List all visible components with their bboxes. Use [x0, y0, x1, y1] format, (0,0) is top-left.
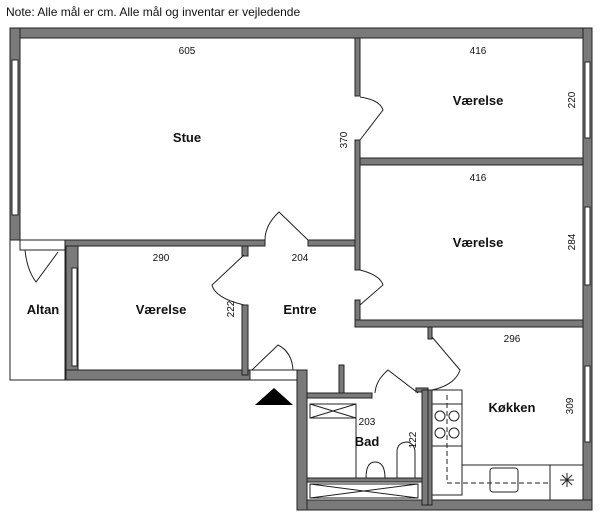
room-label-vaerelse-1: Værelse [453, 93, 504, 108]
burner-icon [434, 427, 446, 439]
window-stue [11, 59, 19, 216]
wall [241, 304, 249, 376]
door-vaerelse-1[interactable] [359, 96, 384, 141]
wall [306, 477, 423, 483]
burner-icon [434, 410, 446, 422]
altan-door-frame [19, 239, 66, 251]
door-altan[interactable] [24, 249, 59, 283]
door-vaerelse-2[interactable] [359, 269, 384, 306]
door-entrance[interactable] [251, 344, 294, 371]
dim-vaerelse-1-width: 416 [470, 46, 487, 57]
entrance-arrow-icon [255, 388, 293, 405]
door-koekken[interactable] [431, 336, 461, 391]
window-vaerelse-3 [71, 267, 78, 367]
sink-kitchen-icon [489, 467, 519, 493]
dim-bad-width: 203 [359, 417, 376, 428]
burner-icon [448, 410, 460, 422]
dim-vaerelse-3-depth: 222 [226, 300, 237, 317]
dim-vaerelse-2-width: 416 [470, 173, 487, 184]
room-label-vaerelse-3: Værelse [136, 302, 187, 317]
window-vaerelse-2 [584, 206, 591, 286]
room-label-bad: Bad [355, 434, 380, 449]
wall [427, 389, 433, 506]
wall [241, 245, 249, 257]
dim-vaerelse-1-depth: 220 [567, 91, 578, 108]
room-label-vaerelse-2: Værelse [453, 235, 504, 250]
upper-cabinets [446, 395, 550, 484]
window-vaerelse-1 [584, 61, 591, 139]
dim-vaerelse-2-depth: 284 [567, 233, 578, 250]
wall [354, 37, 361, 97]
dim-stue-width: 605 [179, 46, 196, 57]
wall [359, 157, 584, 166]
storage-box [309, 483, 419, 499]
shower-cross [309, 403, 357, 419]
wall [65, 369, 251, 381]
sink-bad-icon [365, 461, 386, 479]
room-label-stue: Stue [173, 130, 201, 145]
wall [307, 239, 356, 247]
counter-edge [461, 390, 583, 466]
dim-koekken-width: 296 [504, 334, 521, 345]
room-label-entre: Entre [283, 302, 316, 317]
wall-top [9, 27, 593, 39]
door-vaerelse-3[interactable] [211, 254, 245, 306]
door-stue[interactable] [264, 211, 309, 241]
room-label-koekken: Køkken [489, 400, 536, 415]
plan-note: Note: Alle mål er cm. Alle mål og invent… [6, 5, 301, 19]
wall [61, 239, 266, 247]
wall [427, 326, 433, 340]
toilet-icon [396, 441, 416, 479]
dim-stue-depth: 370 [339, 131, 350, 148]
entrance-threshold [249, 369, 298, 381]
window-koekken [584, 365, 591, 443]
wall [338, 364, 345, 396]
fan-icon [560, 473, 574, 487]
dim-vaerelse-3-width: 290 [153, 253, 170, 264]
storage-cross [309, 483, 419, 499]
dim-entre-width: 204 [292, 253, 309, 264]
wall [421, 389, 429, 506]
door-bad[interactable] [374, 369, 419, 394]
wall [354, 319, 584, 328]
wall [306, 392, 373, 399]
dim-bad-depth: 122 [408, 431, 419, 448]
wall [296, 369, 308, 511]
wall-bottom [296, 499, 593, 511]
room-label-altan: Altan [27, 302, 60, 317]
burner-icon [448, 427, 460, 439]
wall [354, 139, 361, 271]
dim-koekken-depth: 309 [565, 397, 576, 414]
